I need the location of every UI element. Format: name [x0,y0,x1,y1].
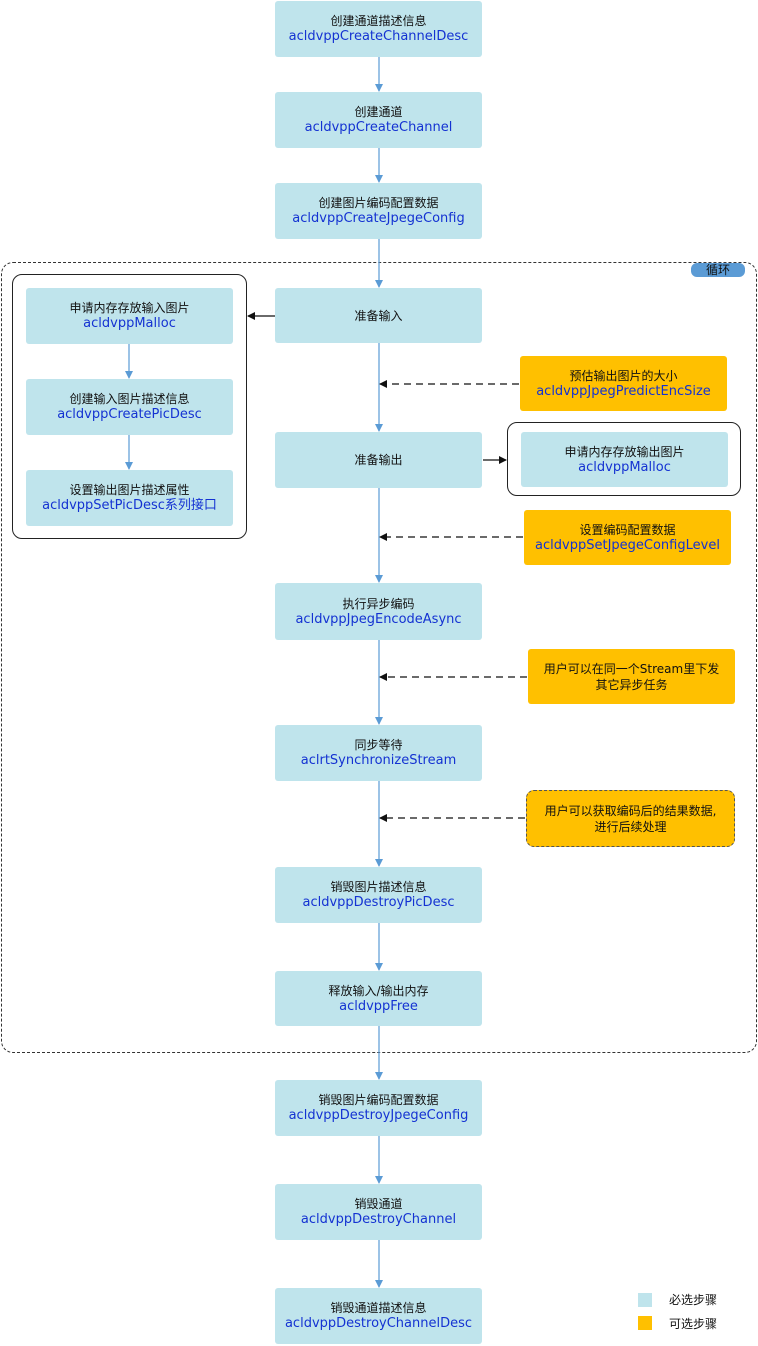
note-line: 用户可以在同一个Stream里下发 [543,661,720,676]
step-set-pic-desc: 设置输出图片描述属性 acldvppSetPicDesc系列接口 [26,470,233,526]
step-create-channel: 创建通道 acldvppCreateChannel [275,92,482,148]
step-api: acldvppDestroyChannelDesc [284,1316,473,1331]
step-destroy-jpege-config: 销毁图片编码配置数据 acldvppDestroyJpegeConfig [275,1080,482,1136]
loop-label: 循环 [691,263,745,277]
step-free-memory: 释放输入/输出内存 acldvppFree [275,971,482,1026]
step-create-pic-desc: 创建输入图片描述信息 acldvppCreatePicDesc [26,379,233,435]
step-malloc-output: 申请内存存放输出图片 acldvppMalloc [521,432,728,487]
step-api: acldvppMalloc [83,316,176,331]
step-jpeg-encode-async: 执行异步编码 acldvppJpegEncodeAsync [275,583,482,640]
step-label: 创建输入图片描述信息 [69,392,190,406]
opt-result-processing-note: 用户可以获取编码后的结果数据, 进行后续处理 [526,790,735,847]
step-label: 准备输入 [354,308,403,323]
legend-required-label: 必选步骤 [669,1293,718,1307]
step-api: acldvppJpegEncodeAsync [295,611,462,627]
step-api: acldvppJpegPredictEncSize [536,383,711,399]
step-api: acldvppCreateChannelDesc [288,29,469,44]
step-prepare-input: 准备输入 [275,288,482,343]
step-label: 准备输出 [354,453,403,467]
step-label: 释放输入/输出内存 [328,983,429,998]
step-api: acldvppSetJpegeConfigLevel [535,537,720,553]
step-label: 设置输出图片描述属性 [69,483,190,497]
step-malloc-input: 申请内存存放输入图片 acldvppMalloc [26,288,233,344]
step-label: 销毁通道描述信息 [330,1301,427,1315]
note-line: 其它异步任务 [595,677,668,692]
opt-predict-enc-size: 预估输出图片的大小 acldvppJpegPredictEncSize [520,356,727,411]
step-label: 申请内存存放输入图片 [69,301,190,315]
step-api: acldvppCreatePicDesc [57,407,202,422]
legend-optional-swatch [638,1316,652,1330]
step-destroy-channel-desc: 销毁通道描述信息 acldvppDestroyChannelDesc [275,1288,482,1344]
step-label: 同步等待 [354,738,403,752]
step-api: acldvppMalloc [578,459,671,475]
legend-required-swatch [638,1293,652,1307]
step-label: 创建图片编码配置数据 [318,196,439,210]
step-api: acldvppCreateChannel [304,120,453,135]
step-api: acldvppFree [339,998,418,1014]
step-api: acldvppSetPicDesc系列接口 [42,498,217,513]
step-label: 执行异步编码 [342,596,415,611]
step-label: 申请内存存放输出图片 [564,444,685,459]
step-label: 销毁通道 [354,1197,403,1211]
step-destroy-channel: 销毁通道 acldvppDestroyChannel [275,1184,482,1240]
step-label: 销毁图片描述信息 [330,880,427,894]
step-synchronize-stream: 同步等待 aclrtSynchronizeStream [275,725,482,781]
opt-set-jpege-config-level: 设置编码配置数据 acldvppSetJpegeConfigLevel [524,510,731,565]
step-create-jpege-config: 创建图片编码配置数据 acldvppCreateJpegeConfig [275,183,482,239]
step-label: 创建通道描述信息 [330,14,427,28]
step-label: 预估输出图片的大小 [569,368,678,383]
step-api: acldvppCreateJpegeConfig [292,211,465,226]
legend-optional-label: 可选步骤 [669,1317,718,1331]
note-line: 进行后续处理 [594,819,667,834]
step-label: 设置编码配置数据 [579,522,676,537]
step-api: acldvppDestroyPicDesc [302,895,455,910]
step-api: acldvppDestroyJpegeConfig [288,1108,469,1123]
step-api: aclrtSynchronizeStream [300,753,457,768]
step-create-channel-desc: 创建通道描述信息 acldvppCreateChannelDesc [275,1,482,57]
step-api: acldvppDestroyChannel [300,1212,457,1227]
step-label: 销毁图片编码配置数据 [318,1093,439,1107]
step-destroy-pic-desc: 销毁图片描述信息 acldvppDestroyPicDesc [275,867,482,923]
step-label: 创建通道 [354,105,403,119]
note-line: 用户可以获取编码后的结果数据, [544,803,717,818]
step-prepare-output: 准备输出 [275,432,482,488]
opt-async-tasks-note: 用户可以在同一个Stream里下发 其它异步任务 [528,649,735,704]
